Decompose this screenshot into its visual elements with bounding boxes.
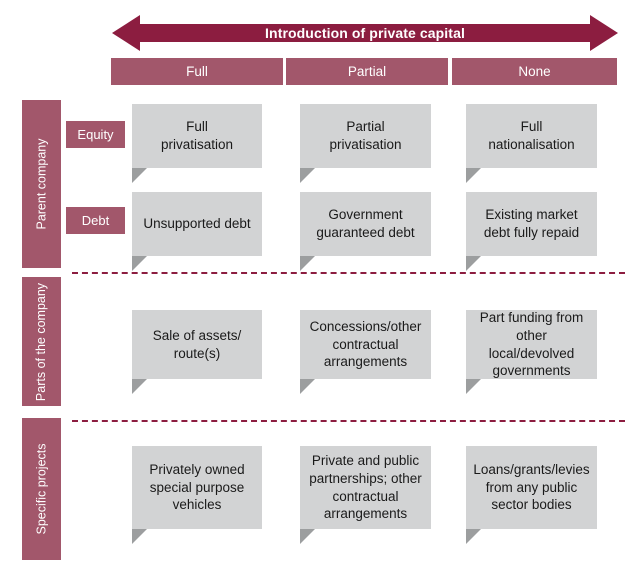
callout-tail-icon <box>466 529 481 544</box>
column-header-none: None <box>452 58 617 85</box>
callout-tail-icon <box>466 168 481 183</box>
callout-tail-icon <box>300 529 315 544</box>
callout-tail-icon <box>300 256 315 271</box>
callout-tail-icon <box>132 379 147 394</box>
cell-parts-full: Sale of assets/route(s) <box>132 310 262 394</box>
cell-text: Unsupported debt <box>143 216 251 232</box>
sub-label-debt: Debt <box>66 207 125 234</box>
callout-tail-icon <box>132 529 147 544</box>
row-band-parts-of-the-company: Parts of the company <box>22 277 61 406</box>
callout-tail-icon <box>300 379 315 394</box>
row-band-specific-projects-label: Specific projects <box>34 443 49 535</box>
private-capital-arrow-banner: Introduction of private capital <box>112 14 618 52</box>
cell-text: Sale of assets/route(s) <box>152 327 242 361</box>
row-band-specific-projects: Specific projects <box>22 418 61 560</box>
cell-debt-full: Unsupported debt <box>132 192 262 271</box>
divider-parent-parts <box>72 272 625 274</box>
callout-tail-icon <box>466 379 481 394</box>
callout-tail-icon <box>132 168 147 183</box>
row-band-parts-of-the-company-label: Parts of the company <box>34 282 49 401</box>
column-header-partial: Partial <box>286 58 448 85</box>
double-arrow-icon <box>112 15 618 51</box>
callout-tail-icon <box>132 256 147 271</box>
callout-tail-icon <box>300 168 315 183</box>
row-band-parent-company: Parent company <box>22 100 61 268</box>
callout-tail-icon <box>466 256 481 271</box>
row-band-parent-company-label: Parent company <box>34 138 49 230</box>
column-header-full: Full <box>111 58 283 85</box>
divider-parts-projects <box>72 420 625 422</box>
sub-label-equity: Equity <box>66 121 125 148</box>
